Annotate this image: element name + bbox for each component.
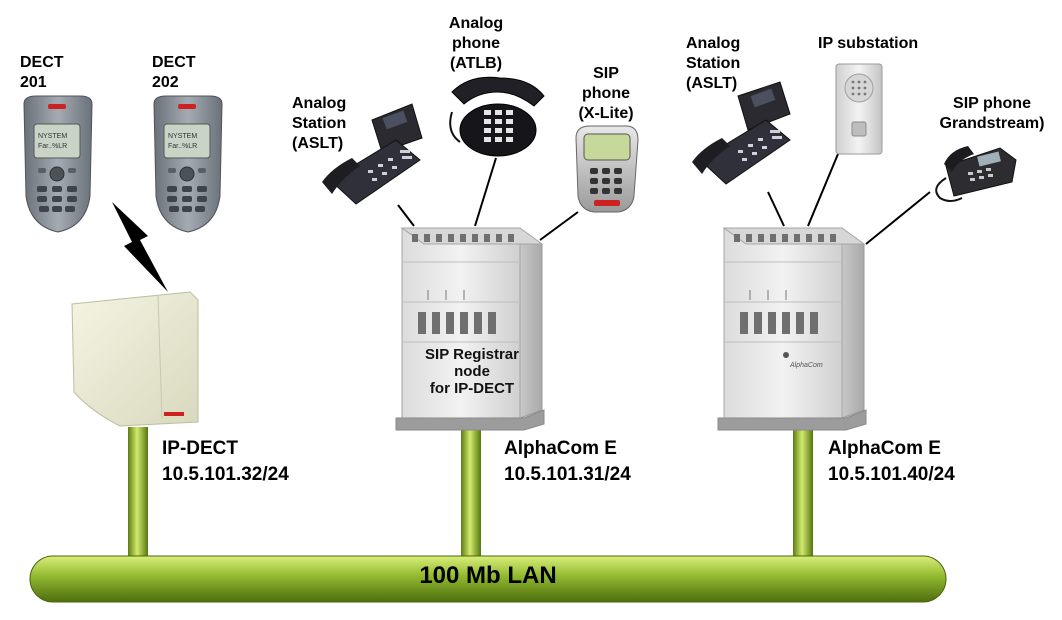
analog-station-aslt-right (692, 81, 791, 185)
svg-text:Far..%LR: Far..%LR (168, 143, 197, 150)
analog-phone-atlb (449, 76, 545, 157)
sip-phone-xlite (575, 125, 639, 213)
label-sip-registrar-overlay: SIP Registrar node for IP-DECT (425, 346, 519, 397)
alphacom-cabinet-2: AlphaCom (717, 227, 867, 431)
dect-handset-202: NYSTEM Far..%LR (153, 95, 223, 233)
lan-label: 100 Mb LAN (419, 562, 557, 589)
lan-drop-alphacom-2 (793, 427, 813, 567)
lan-drop-ipdect (128, 427, 148, 567)
label-analog-station-right: Analog Station (ASLT) (686, 35, 741, 92)
svg-text:NYSTEM: NYSTEM (168, 133, 197, 140)
svg-text:AlphaCom: AlphaCom (789, 362, 823, 369)
analog-station-aslt-left (322, 103, 423, 205)
ipdect-base-station (71, 291, 199, 427)
lan-bus (29, 555, 947, 603)
label-analog-station-left: Analog Station (ASLT) (292, 95, 347, 152)
label-ip-substation: IP substation (818, 35, 919, 52)
svg-text:NYSTEM: NYSTEM (38, 133, 67, 140)
wireless-link-icon (112, 202, 168, 292)
ip-substation (835, 63, 883, 155)
svg-text:Far..%LR: Far..%LR (38, 143, 67, 150)
alphacom-cabinet-1 (395, 227, 545, 431)
label-sip-phone-grandstream: SIP phone Grandstream) (939, 95, 1045, 132)
label-sip-phone-xlite: SIP phone (X-Lite) (578, 65, 634, 122)
dect-handset-201: NYSTEM Far..%LR (23, 95, 93, 233)
lan-connectors (128, 427, 813, 567)
label-analog-phone-atlb: Analog phone (ATLB) (448, 15, 504, 72)
device-links (397, 153, 931, 245)
lan-drop-alphacom-1 (461, 427, 481, 567)
sip-phone-grandstream (935, 146, 1017, 202)
